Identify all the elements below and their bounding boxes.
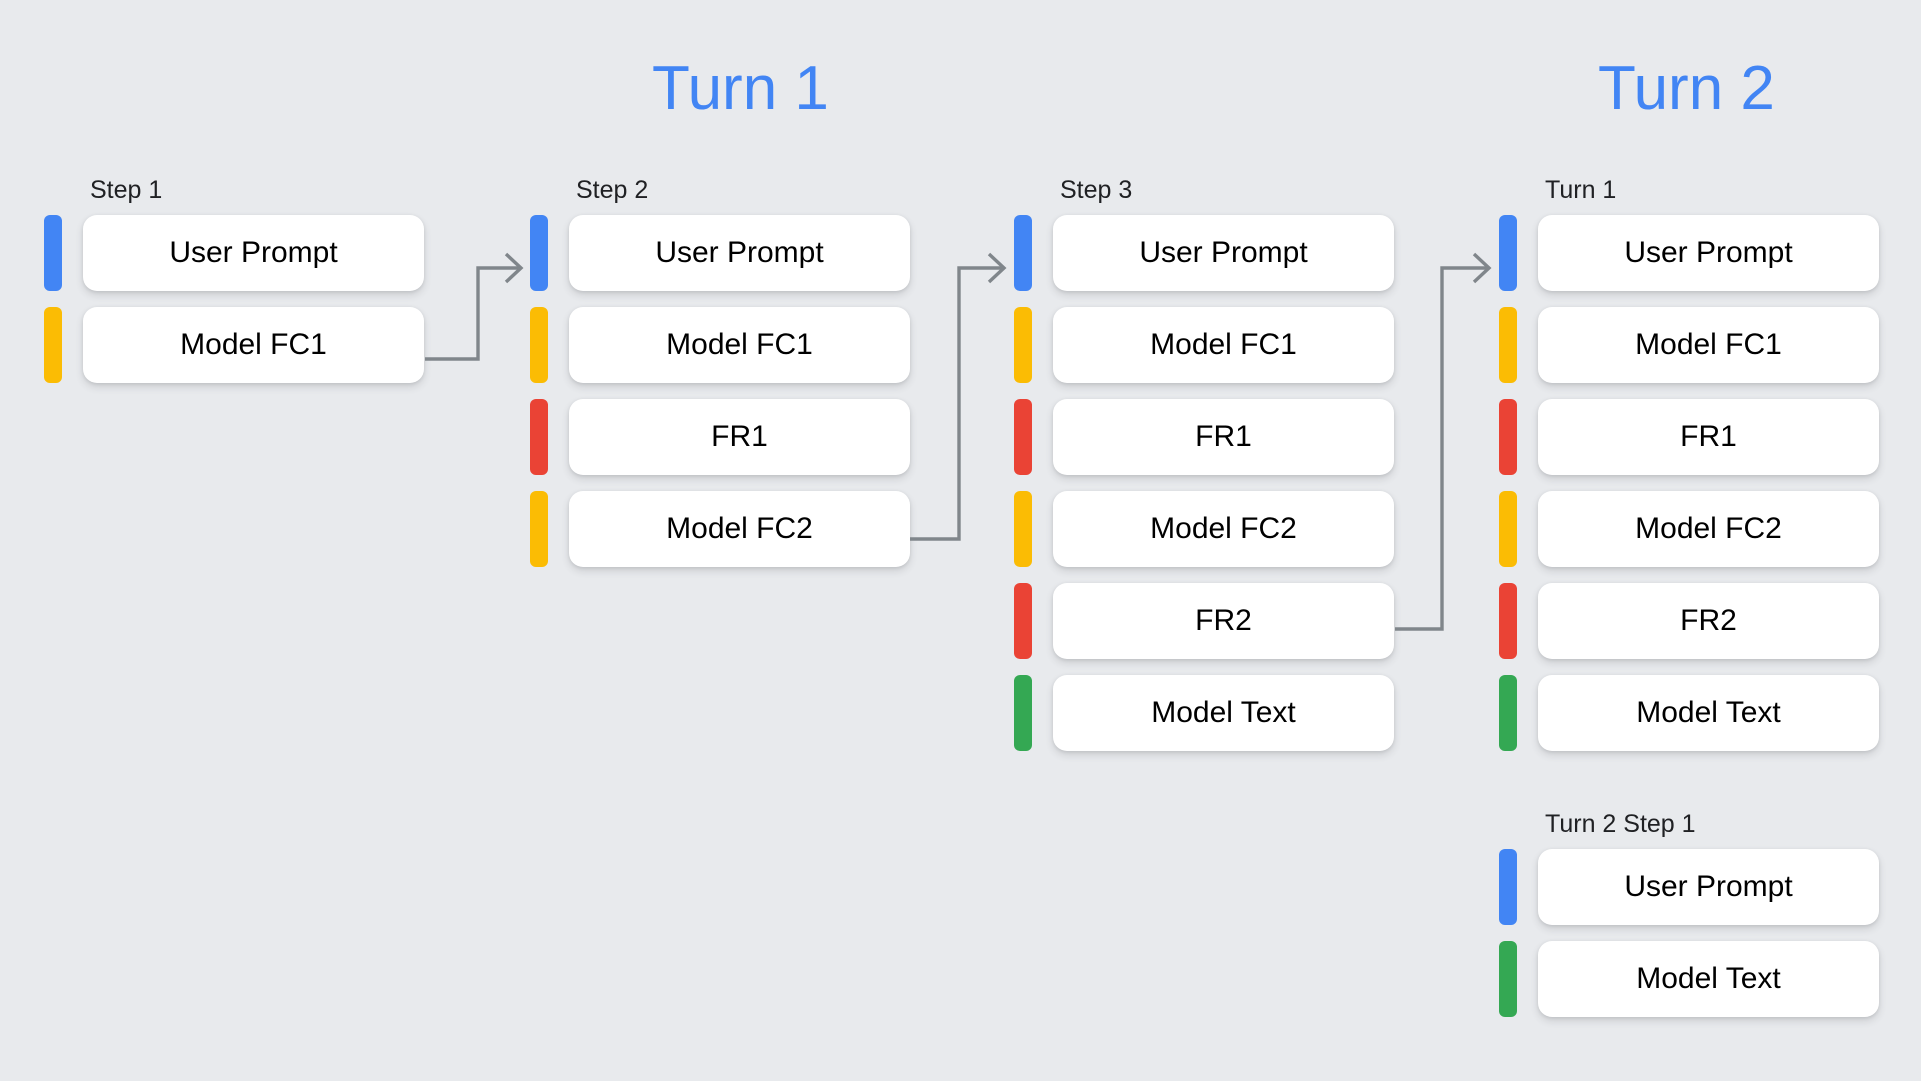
column-rows-step-3: User Prompt Model FC1 FR1 Model FC2 FR2 … (1014, 215, 1394, 751)
arrow-step2-to-step3 (910, 252, 1007, 541)
card-model-fc2[interactable]: Model FC2 (1053, 491, 1394, 567)
status-bar-green (1499, 941, 1517, 1017)
card-model-fc1[interactable]: Model FC1 (1053, 307, 1394, 383)
list-item[interactable]: Model FC2 (1014, 491, 1394, 567)
status-bar-red (1499, 399, 1517, 475)
list-item[interactable]: FR2 (1014, 583, 1394, 659)
card-user-prompt[interactable]: User Prompt (569, 215, 910, 291)
status-bar-green (1499, 675, 1517, 751)
card-model-fc1[interactable]: Model FC1 (83, 307, 424, 383)
card-model-fc2[interactable]: Model FC2 (1538, 491, 1879, 567)
list-item[interactable]: User Prompt (1499, 215, 1879, 291)
turn-1-title: Turn 1 (652, 54, 829, 123)
list-item[interactable]: Model FC1 (1499, 307, 1879, 383)
card-fr1[interactable]: FR1 (1053, 399, 1394, 475)
card-model-fc1[interactable]: Model FC1 (569, 307, 910, 383)
list-item[interactable]: Model FC2 (530, 491, 910, 567)
status-bar-yellow (530, 491, 548, 567)
list-item[interactable]: Model FC1 (1014, 307, 1394, 383)
status-bar-yellow (1014, 491, 1032, 567)
status-bar-yellow (1499, 491, 1517, 567)
card-user-prompt[interactable]: User Prompt (1538, 215, 1879, 291)
column-rows-turn-1: User Prompt Model FC1 FR1 Model FC2 FR2 … (1499, 215, 1879, 751)
status-bar-yellow (1014, 307, 1032, 383)
list-item[interactable]: Model FC1 (44, 307, 424, 383)
column-rows-turn-2-step-1: User Prompt Model Text (1499, 849, 1879, 1017)
list-item[interactable]: FR1 (530, 399, 910, 475)
card-user-prompt[interactable]: User Prompt (1538, 849, 1879, 925)
list-item[interactable]: Model FC2 (1499, 491, 1879, 567)
status-bar-red (1014, 583, 1032, 659)
status-bar-blue (1014, 215, 1032, 291)
status-bar-blue (530, 215, 548, 291)
list-item[interactable]: User Prompt (530, 215, 910, 291)
status-bar-red (1499, 583, 1517, 659)
list-item[interactable]: FR2 (1499, 583, 1879, 659)
status-bar-yellow (530, 307, 548, 383)
status-bar-blue (1499, 849, 1517, 925)
arrow-step3-to-turn1 (1395, 252, 1492, 631)
card-fr2[interactable]: FR2 (1538, 583, 1879, 659)
card-model-text[interactable]: Model Text (1538, 941, 1879, 1017)
column-label-turn-2-step-1: Turn 2 Step 1 (1545, 810, 1696, 838)
list-item[interactable]: Model Text (1014, 675, 1394, 751)
column-rows-step-2: User Prompt Model FC1 FR1 Model FC2 (530, 215, 910, 567)
column-label-turn-1: Turn 1 (1545, 176, 1617, 204)
card-fr1[interactable]: FR1 (1538, 399, 1879, 475)
list-item[interactable]: User Prompt (1014, 215, 1394, 291)
card-fr1[interactable]: FR1 (569, 399, 910, 475)
status-bar-red (530, 399, 548, 475)
column-rows-step-1: User Prompt Model FC1 (44, 215, 424, 383)
list-item[interactable]: Model FC1 (530, 307, 910, 383)
list-item[interactable]: Model Text (1499, 941, 1879, 1017)
list-item[interactable]: User Prompt (44, 215, 424, 291)
column-label-step-1: Step 1 (90, 176, 163, 204)
card-model-text[interactable]: Model Text (1053, 675, 1394, 751)
status-bar-red (1014, 399, 1032, 475)
card-model-fc1[interactable]: Model FC1 (1538, 307, 1879, 383)
status-bar-green (1014, 675, 1032, 751)
card-model-text[interactable]: Model Text (1538, 675, 1879, 751)
list-item[interactable]: User Prompt (1499, 849, 1879, 925)
list-item[interactable]: FR1 (1014, 399, 1394, 475)
card-fr2[interactable]: FR2 (1053, 583, 1394, 659)
card-user-prompt[interactable]: User Prompt (1053, 215, 1394, 291)
column-label-step-3: Step 3 (1060, 176, 1133, 204)
list-item[interactable]: Model Text (1499, 675, 1879, 751)
column-label-step-2: Step 2 (576, 176, 649, 204)
status-bar-blue (1499, 215, 1517, 291)
status-bar-blue (44, 215, 62, 291)
card-model-fc2[interactable]: Model FC2 (569, 491, 910, 567)
turn-2-title: Turn 2 (1598, 54, 1775, 123)
card-user-prompt[interactable]: User Prompt (83, 215, 424, 291)
status-bar-yellow (44, 307, 62, 383)
arrow-step1-to-step2 (425, 252, 524, 361)
list-item[interactable]: FR1 (1499, 399, 1879, 475)
status-bar-yellow (1499, 307, 1517, 383)
